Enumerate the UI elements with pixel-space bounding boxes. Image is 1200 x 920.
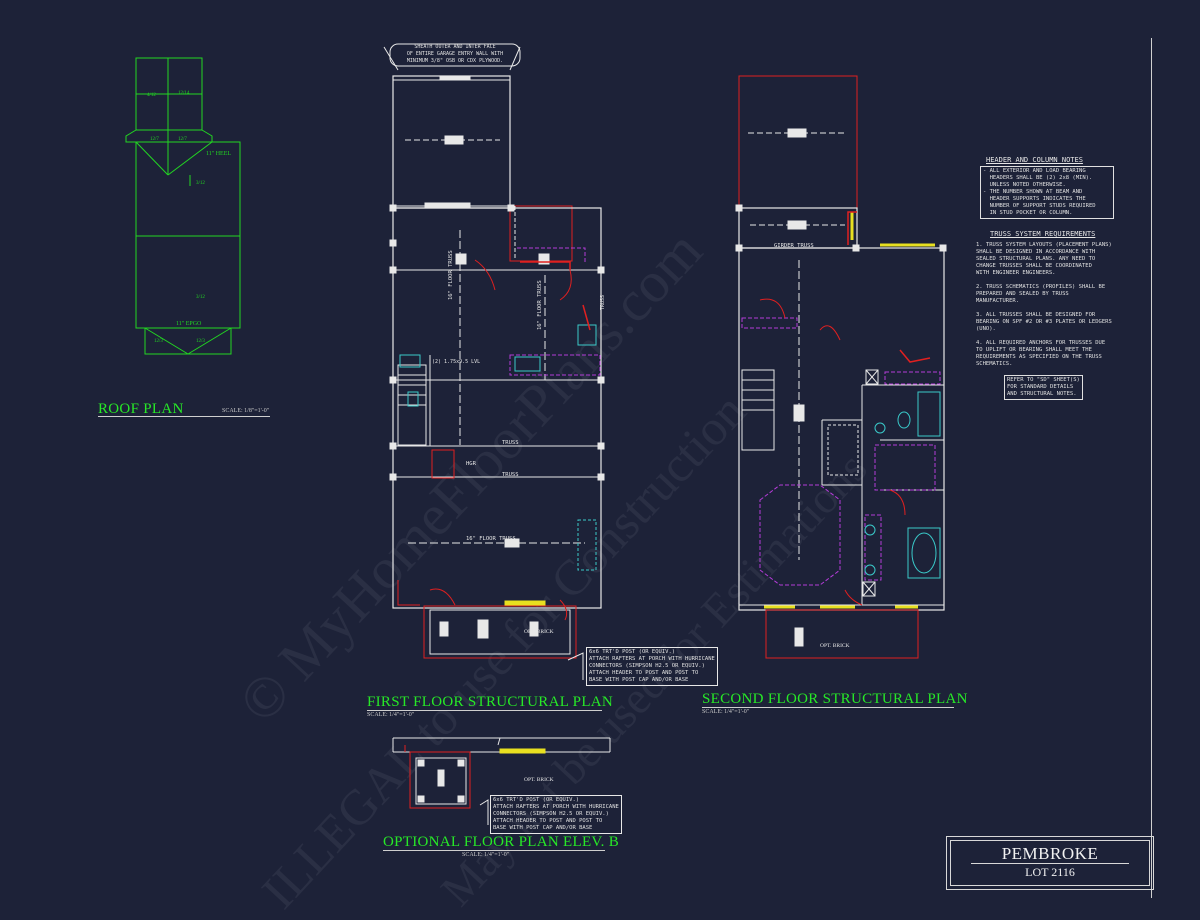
svg-text:12/7: 12/7 <box>150 137 159 142</box>
optional-plan-drawing <box>392 737 611 809</box>
first-floor-scale: SCALE: 1/4"=1'-0" <box>367 712 415 718</box>
truss-requirements-title: TRUSS SYSTEM REQUIREMENTS <box>990 230 1096 238</box>
first-floor-casework <box>397 247 601 621</box>
roof-plan-title: ROOF PLAN <box>98 401 184 417</box>
svg-text:4/12: 4/12 <box>147 93 156 98</box>
drawing-sheet: © MyHomeFloorPlans.com ILLEGAL to use fo… <box>98 38 1154 919</box>
lot-number: LOT 2116 <box>1025 865 1075 879</box>
overhang-label: 11" EPGO <box>176 321 202 327</box>
svg-text:12/7: 12/7 <box>178 137 187 142</box>
second-floor-title: SECOND FLOOR STRUCTURAL PLAN <box>702 691 968 707</box>
roof-plan-scale: SCALE: 1/8"=1'-0" <box>222 408 270 414</box>
title-block-rule <box>971 863 1129 864</box>
opt-brick-label-2: OPT. BRICK <box>820 643 850 649</box>
truss-label-a: TRUSS <box>502 440 519 446</box>
truss-requirements-body: 1. TRUSS SYSTEM LAYOUTS (PLACEMENT PLANS… <box>976 242 1112 367</box>
girder-truss-label: GIRDER TRUSS <box>774 243 814 249</box>
sheath-note-box <box>389 43 521 67</box>
truss-short-label: TRUSS <box>600 295 606 310</box>
svg-text:12/14: 12/14 <box>178 91 190 96</box>
sheath-note: SHEATH OUTER AND INTER FACE OF ENTIRE GA… <box>406 44 504 64</box>
svg-text:3/12: 3/12 <box>196 181 205 186</box>
svg-text:12/3: 12/3 <box>154 339 163 344</box>
project-name: PEMBROKE <box>1001 844 1099 863</box>
sheet-border-right <box>1151 38 1152 898</box>
header-notes-body: - ALL EXTERIOR AND LOAD BEARING HEADERS … <box>980 166 1114 219</box>
second-floor-fixtures <box>741 211 941 609</box>
first-floor-truss-label-3: 16" FLOOR TRUSS <box>466 536 516 542</box>
optional-plan-title: OPTIONAL FLOOR PLAN ELEV. B <box>383 834 620 850</box>
svg-text:12/3: 12/3 <box>196 339 205 344</box>
opt-brick-label-3: OPT. BRICK <box>524 777 554 783</box>
svg-text:3/12: 3/12 <box>196 295 205 300</box>
first-floor-drawing <box>389 75 605 659</box>
optional-plan-underline <box>383 850 605 851</box>
hgr-label: HGR <box>466 461 477 467</box>
plan-drawings: 4/12 12/14 12/7 12/7 3/12 3/12 12/3 12/3… <box>125 43 947 825</box>
opt-brick-label-1: OPT. BRICK <box>524 629 554 635</box>
title-block: PEMBROKE LOT 2116 <box>946 836 1154 890</box>
second-floor-scale: SCALE: 1/4"=1'-0" <box>702 709 750 715</box>
first-floor-truss-label-1: 16" FLOOR TRUSS <box>448 250 454 300</box>
second-floor-underline <box>702 707 954 708</box>
post-note-2: 6x6 TRT'D POST (OR EQUIV.) ATTACH RAFTER… <box>490 795 622 834</box>
first-floor-title: FIRST FLOOR STRUCTURAL PLAN <box>367 694 614 710</box>
optional-plan-scale: SCALE: 1/4"=1'-0" <box>462 852 510 858</box>
second-floor-drawing <box>735 75 947 659</box>
header-notes-title: HEADER AND COLUMN NOTES <box>986 156 1083 164</box>
first-floor-truss-label-2: 16" FLOOR TRUSS <box>537 280 543 330</box>
roof-plan-drawing: 4/12 12/14 12/7 12/7 3/12 3/12 12/3 12/3 <box>125 57 241 355</box>
first-floor-underline <box>367 710 602 711</box>
lvl-label: (2) 1.75x9.5 LVL <box>432 359 480 365</box>
roof-plan-underline <box>98 416 270 417</box>
refer-note: REFER TO "SD" SHEET(S) FOR STANDARD DETA… <box>1004 375 1083 400</box>
heel-label: 11" HEEL <box>206 151 231 157</box>
truss-label-b: TRUSS <box>502 472 519 478</box>
post-note-1: 6x6 TRT'D POST (OR EQUIV.) ATTACH RAFTER… <box>586 647 718 686</box>
